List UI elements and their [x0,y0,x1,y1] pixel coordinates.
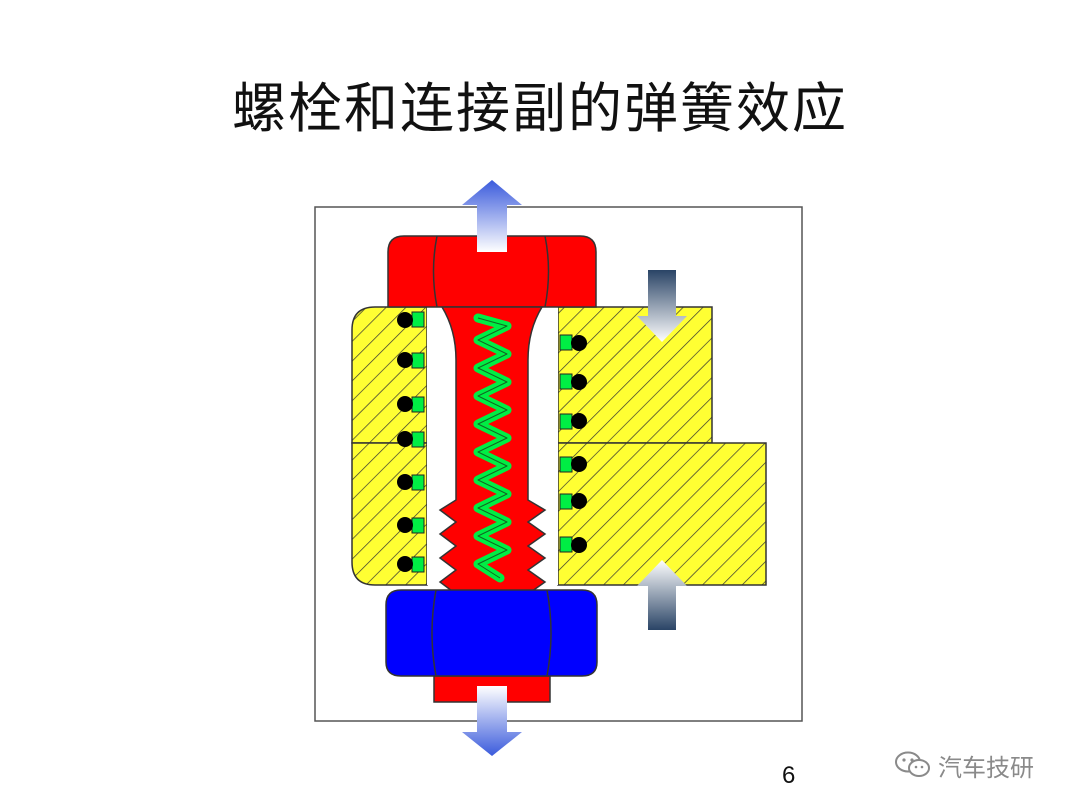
page-number: 6 [782,762,796,789]
watermark: 汽车技研 [894,750,1034,782]
bolt-tension-arrow-up [462,180,522,252]
watermark-text: 汽车技研 [938,753,1034,782]
plate-compression-arrow-down [637,270,687,342]
plate-compression-arrow-up [637,560,687,630]
bolt-tension-arrow-down [462,686,522,756]
left-plate-spring-dots [397,312,413,572]
wechat-icon [895,751,930,777]
nut [385,589,598,677]
right-plate-spring-dots [571,335,587,553]
bolt-head [387,235,597,308]
slide-title: 螺栓和连接副的弹簧效应 [232,77,848,140]
